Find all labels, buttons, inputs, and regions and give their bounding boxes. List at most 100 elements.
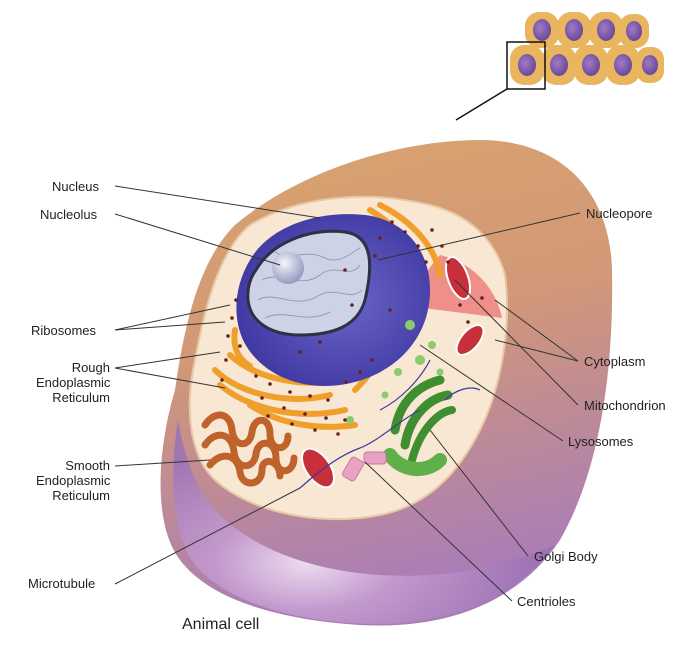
ribosome xyxy=(344,380,348,384)
ribosome xyxy=(370,358,374,362)
ribosome xyxy=(220,378,224,382)
ribosome xyxy=(390,220,394,224)
tissue-cluster xyxy=(455,12,664,121)
leader-smooth-er xyxy=(114,459,211,467)
tissue-cell-nucleus xyxy=(565,19,583,41)
ribosome xyxy=(303,412,307,416)
label-nucleopore: Nucleopore xyxy=(586,206,653,221)
tissue-cell-nucleus xyxy=(582,54,600,76)
ribosome xyxy=(266,414,270,418)
nucleus xyxy=(236,214,430,386)
ribosome xyxy=(466,320,470,324)
label-microtubule: Microtubule xyxy=(28,576,96,591)
label-ribosomes: Ribosomes xyxy=(31,323,97,338)
leader-ribosomes xyxy=(114,321,226,331)
rough-er-sheet xyxy=(212,367,333,402)
ribosome xyxy=(350,303,354,307)
leader-ribosomes xyxy=(114,304,231,331)
centriole xyxy=(363,451,387,465)
label-smooth-er-line: Smooth xyxy=(65,458,110,473)
label-rough-er: Rough Endoplasmic Reticulum xyxy=(36,360,110,405)
golgi-cisterna xyxy=(400,390,453,450)
ribosome xyxy=(416,244,420,248)
label-rough-er-line: Endoplasmic xyxy=(36,375,111,390)
ribosome xyxy=(238,344,242,348)
ribosome xyxy=(226,334,230,338)
ribosome xyxy=(378,236,382,240)
ribosome xyxy=(458,303,462,307)
centrioles xyxy=(342,451,387,482)
rough-er-sheet xyxy=(377,202,443,278)
ribosome xyxy=(343,268,347,272)
centriole xyxy=(342,456,364,482)
tissue-cell-nucleus xyxy=(626,21,642,41)
ribosome xyxy=(288,390,292,394)
microtubules xyxy=(299,359,481,489)
ribosome xyxy=(403,230,407,234)
leader-nucleolus xyxy=(114,213,281,266)
ribosome xyxy=(324,416,328,420)
zoom-box xyxy=(506,41,546,90)
ribosome xyxy=(424,260,428,264)
leader-nucleus xyxy=(114,185,321,219)
tissue-cell-nucleus xyxy=(550,54,568,76)
tissue-cell-nucleus xyxy=(614,54,632,76)
ribosome xyxy=(388,308,392,312)
leader-lysosomes xyxy=(419,344,564,442)
ribosome xyxy=(290,422,294,426)
lysosome xyxy=(436,368,444,376)
rough-er-sheet xyxy=(217,382,348,417)
golgi-body xyxy=(383,375,456,477)
ribosome xyxy=(254,374,258,378)
smooth-er xyxy=(201,411,298,487)
golgi-cisterna xyxy=(383,448,447,477)
ribosome xyxy=(358,370,362,374)
label-centrioles: Centrioles xyxy=(517,594,576,609)
label-smooth-er: Smooth Endoplasmic Reticulum xyxy=(36,458,110,503)
label-rough-er-line: Rough xyxy=(71,360,110,375)
zoom-line xyxy=(455,88,508,121)
microtubule xyxy=(444,387,481,401)
mitochondrion xyxy=(301,447,335,489)
ribosome xyxy=(268,382,272,386)
ribosome xyxy=(336,432,340,436)
ribosome xyxy=(326,398,330,402)
golgi-cisterna xyxy=(408,406,456,464)
microtubule xyxy=(299,409,421,489)
golgi-cisterna xyxy=(390,375,445,435)
tissue-cell-nucleus xyxy=(642,55,658,75)
ribosome xyxy=(234,298,238,302)
label-mitochondrion: Mitochondrion xyxy=(584,398,666,413)
ribosome xyxy=(282,406,286,410)
leader-mitochondrion xyxy=(454,279,579,406)
rough-er-sheet xyxy=(247,402,358,430)
leader-golgi-body xyxy=(429,429,529,557)
lysosomes xyxy=(346,320,444,424)
lysosome xyxy=(381,391,389,399)
ribosome xyxy=(343,418,347,422)
label-smooth-er-line: Endoplasmic xyxy=(36,473,111,488)
microtubule xyxy=(379,359,431,411)
caption-animal-cell: Animal cell xyxy=(182,616,260,633)
label-golgi-body: Golgi Body xyxy=(534,549,598,564)
ribosome xyxy=(230,316,234,320)
leader-rough-er xyxy=(114,367,226,389)
tissue-cell-nucleus xyxy=(597,19,615,41)
lysosome xyxy=(428,341,436,349)
rough-er-sheet xyxy=(231,327,253,369)
lysosome xyxy=(394,368,402,376)
cell-membrane-purple xyxy=(173,420,555,625)
lysosome xyxy=(346,416,354,424)
ribosome-dots xyxy=(220,220,484,436)
label-nucleus: Nucleus xyxy=(52,179,99,194)
ribosome xyxy=(224,358,228,362)
ribosome xyxy=(430,228,434,232)
label-smooth-er-line: Reticulum xyxy=(52,488,110,503)
leader-cytoplasm xyxy=(494,299,579,362)
ribosome xyxy=(313,428,317,432)
lysosome xyxy=(415,355,425,365)
ribosome xyxy=(298,350,302,354)
label-cytoplasm: Cytoplasm xyxy=(584,354,646,369)
